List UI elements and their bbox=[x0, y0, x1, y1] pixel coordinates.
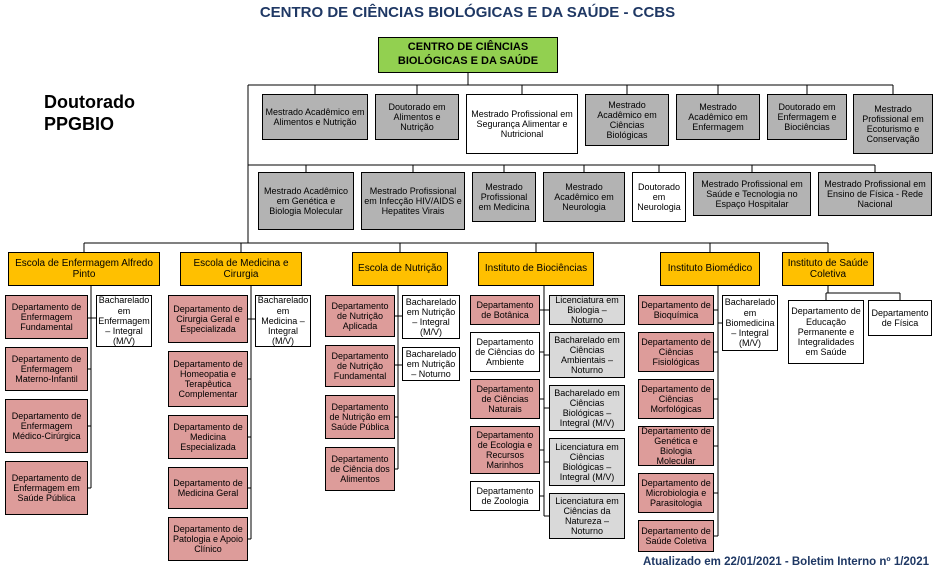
program-mestrado-prof-saude-tecnologia: Mestrado Profissional em Saúde e Tecnolo… bbox=[693, 172, 811, 216]
page-title: CENTRO DE CIÊNCIAS BIOLÓGICAS E DA SAÚDE… bbox=[259, 4, 676, 21]
dept-nutricao-fundamental: Departamento de Nutrição Fundamental bbox=[325, 345, 395, 387]
dept-zoologia: Departamento de Zoologia bbox=[470, 481, 540, 511]
program-mestrado-prof-ensino-fisica: Mestrado Profissional em Ensino de Físic… bbox=[818, 172, 932, 216]
program-mestrado-enfermagem: Mestrado Acadêmico em Enfermagem bbox=[676, 94, 760, 140]
course-bacharelado-ciencias-ambientais: Bacharelado em Ciências Ambientais – Not… bbox=[549, 332, 625, 378]
program-mestrado-alimentos-nutricao: Mestrado Acadêmico em Alimentos e Nutriç… bbox=[262, 94, 368, 140]
dept-homeopatia-terapeutica: Departamento de Homeopatia e Terapêutica… bbox=[168, 351, 248, 407]
course-bacharelado-enfermagem: Bacharelado em Enfermagem – Integral (M/… bbox=[96, 295, 152, 347]
dept-enfermagem-saude-publica: Departamento de Enfermagem em Saúde Públ… bbox=[5, 461, 88, 515]
unit-escola-medicina-cirurgia: Escola de Medicina e Cirurgia bbox=[180, 252, 302, 286]
side-label-line2: PPGBIO bbox=[44, 113, 115, 134]
program-mestrado-neurologia: Mestrado Acadêmico em Neurologia bbox=[543, 172, 625, 222]
dept-enfermagem-medico-cirurgica: Departamento de Enfermagem Médico-Cirúrg… bbox=[5, 399, 88, 453]
program-doutorado-neurologia: Doutorado em Neurologia bbox=[632, 172, 686, 222]
dept-saude-coletiva: Departamento de Saúde Coletiva bbox=[638, 520, 714, 552]
dept-microbiologia-parasitologia: Departamento de Microbiologia e Parasito… bbox=[638, 473, 714, 513]
course-bacharelado-biomedicina: Bacharelado em Biomedicina – Integral (M… bbox=[722, 295, 778, 351]
course-bacharelado-ciencias-biologicas: Bacharelado em Ciências Biológicas – Int… bbox=[549, 385, 625, 431]
dept-enfermagem-fundamental: Departamento de Enfermagem Fundamental bbox=[5, 295, 88, 339]
unit-instituto-biociencias: Instituto de Biociências bbox=[478, 252, 594, 286]
dept-ciencia-dos-alimentos: Departamento de Ciência dos Alimentos bbox=[325, 447, 395, 491]
unit-instituto-saude-coletiva: Instituto de Saúde Coletiva bbox=[782, 252, 874, 286]
program-mestrado-prof-hiv-aids: Mestrado Profissional em Infecção HIV/AI… bbox=[361, 172, 465, 230]
footer-update-note: Atualizado em 22/01/2021 - Boletim Inter… bbox=[642, 556, 929, 568]
unit-instituto-biomedico: Instituto Biomédico bbox=[660, 252, 760, 286]
dept-medicina-especializada: Departamento de Medicina Especializada bbox=[168, 415, 248, 459]
dept-ciencias-do-ambiente: Departamento de Ciências do Ambiente bbox=[470, 332, 540, 372]
course-licenciatura-biologia-noturno: Licenciatura em Biologia – Noturno bbox=[549, 295, 625, 325]
unit-escola-nutricao: Escola de Nutrição bbox=[352, 252, 448, 286]
dept-bioquimica: Departamento de Bioquímica bbox=[638, 295, 714, 325]
dept-enfermagem-materno-infantil: Departamento de Enfermagem Materno-Infan… bbox=[5, 347, 88, 391]
course-bacharelado-nutricao-noturno: Bacharelado em Nutrição – Noturno bbox=[402, 347, 460, 381]
dept-ciencias-naturais: Departamento de Ciências Naturais bbox=[470, 379, 540, 419]
dept-ciencias-morfologicas: Departamento de Ciências Morfológicas bbox=[638, 379, 714, 419]
program-mestrado-prof-seguranca-alimentar: Mestrado Profissional em Segurança Alime… bbox=[466, 94, 578, 154]
dept-genetica-biologia-molecular: Departamento de Genética e Biologia Mole… bbox=[638, 426, 714, 466]
course-bacharelado-medicina: Bacharelado em Medicina – Integral (M/V) bbox=[255, 295, 311, 347]
dept-educacao-permanente: Departamento de Educação Permanente e In… bbox=[788, 300, 864, 364]
course-licenciatura-ciencias-natureza: Licenciatura em Ciências da Natureza – N… bbox=[549, 493, 625, 539]
dept-ecologia-recursos-marinhos: Departamento de Ecologia e Recursos Mari… bbox=[470, 426, 540, 474]
course-licenciatura-ciencias-biologicas: Licenciatura em Ciências Biológicas – In… bbox=[549, 438, 625, 486]
side-label-line1: Doutorado bbox=[44, 92, 135, 112]
dept-ciencias-fisiologicas: Departamento de Ciências Fisiológicas bbox=[638, 332, 714, 372]
program-mestrado-prof-medicina: Mestrado Profissional em Medicina bbox=[472, 172, 536, 222]
dept-nutricao-saude-publica: Departamento de Nutrição em Saúde Públic… bbox=[325, 395, 395, 439]
side-label-doutorado-ppgbio: Doutorado PPGBIO bbox=[44, 92, 135, 135]
dept-medicina-geral: Departamento de Medicina Geral bbox=[168, 467, 248, 509]
dept-nutricao-aplicada: Departamento de Nutrição Aplicada bbox=[325, 295, 395, 337]
unit-escola-enfermagem: Escola de Enfermagem Alfredo Pinto bbox=[8, 252, 160, 286]
course-bacharelado-nutricao-integral: Bacharelado em Nutrição – Integral (M/V) bbox=[402, 295, 460, 339]
program-doutorado-enfermagem-biociencias: Doutorado em Enfermagem e Biociências bbox=[767, 94, 847, 140]
dept-fisica: Departamento de Física bbox=[868, 300, 932, 336]
program-doutorado-alimentos-nutricao: Doutorado em Alimentos e Nutrição bbox=[375, 94, 459, 140]
root-box-ccbs: CENTRO DE CIÊNCIAS BIOLÓGICAS E DA SAÚDE bbox=[378, 37, 558, 73]
dept-patologia-apoio-clinico: Departamento de Patologia e Apoio Clínic… bbox=[168, 517, 248, 561]
dept-cirurgia-geral-especializada: Departamento de Cirurgia Geral e Especia… bbox=[168, 295, 248, 343]
program-mestrado-genetica-biologia-molecular: Mestrado Acadêmico em Genética e Biologi… bbox=[258, 172, 354, 230]
dept-botanica: Departamento de Botânica bbox=[470, 295, 540, 325]
program-mestrado-ciencias-biologicas: Mestrado Acadêmico em Ciências Biológica… bbox=[585, 94, 669, 146]
program-mestrado-prof-ecoturismo: Mestrado Profissional em Ecoturismo e Co… bbox=[853, 94, 933, 154]
